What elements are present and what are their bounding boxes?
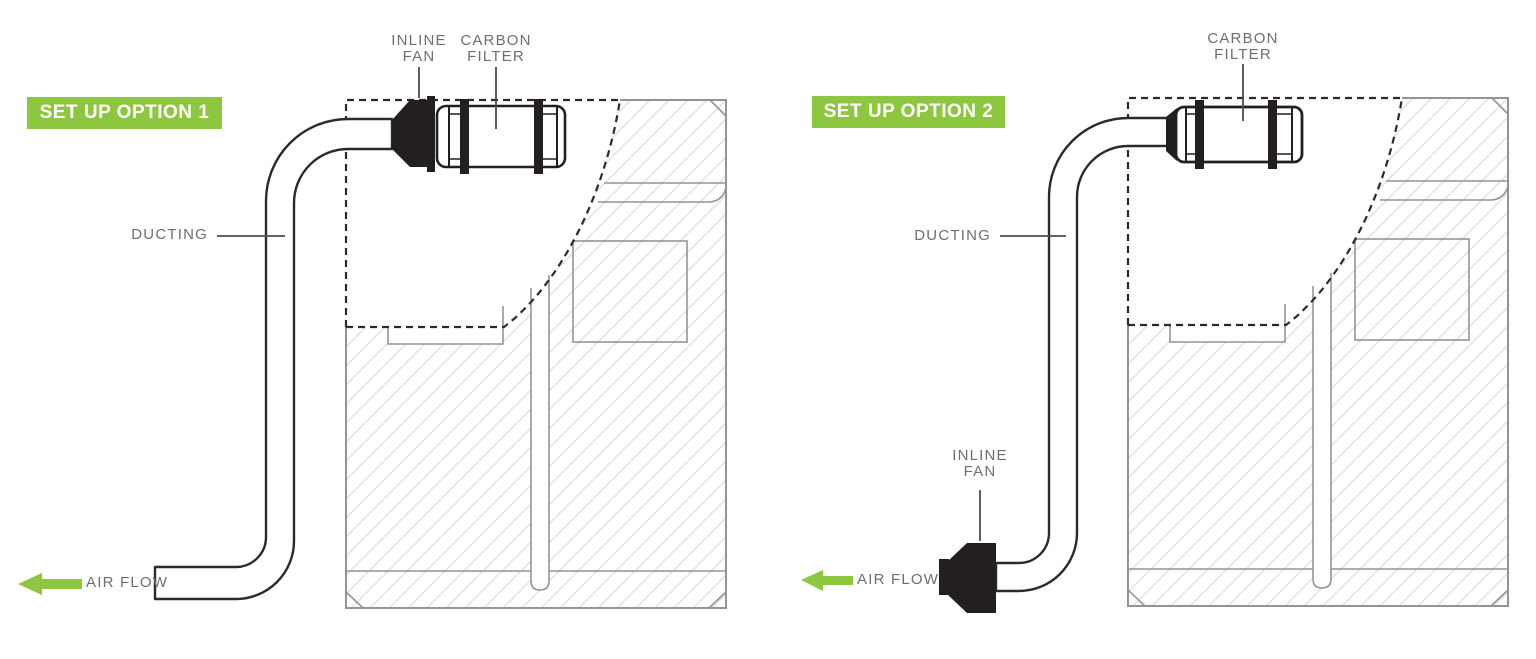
duct-collar-option-2 [1166,108,1177,161]
carbon-filter-option-2 [1174,100,1304,169]
inline-fan-option-1 [392,96,435,172]
air-flow-label-1: AIR FLOW [86,574,169,591]
air-flow-arrow-icon [18,573,82,595]
grow-tent-option-2 [1126,96,1510,608]
grow-tent-option-1 [344,98,728,610]
carbon-filter-label-1: CARBON FILTER [460,32,532,65]
ducting-option-2 [994,116,1170,593]
ducting-option-1 [153,117,394,601]
carbon-filter-label-2: CARBON FILTER [1207,30,1279,63]
setup-option-1-badge: SET UP OPTION 1 [27,97,222,129]
ducting-label-1: DUCTING [131,226,208,243]
setup-option-2-badge: SET UP OPTION 2 [812,96,1005,128]
carbon-filter-option-1 [435,99,567,174]
ducting-label-2: DUCTING [914,227,991,244]
inline-fan-option-2 [939,543,996,613]
air-flow-label-2: AIR FLOW [857,571,940,588]
leader-lines [217,64,1244,541]
inline-fan-label-1: INLINE FAN [391,32,447,65]
air-flow-arrow-icon [801,570,853,591]
inline-fan-label-2: INLINE FAN [952,447,1008,480]
